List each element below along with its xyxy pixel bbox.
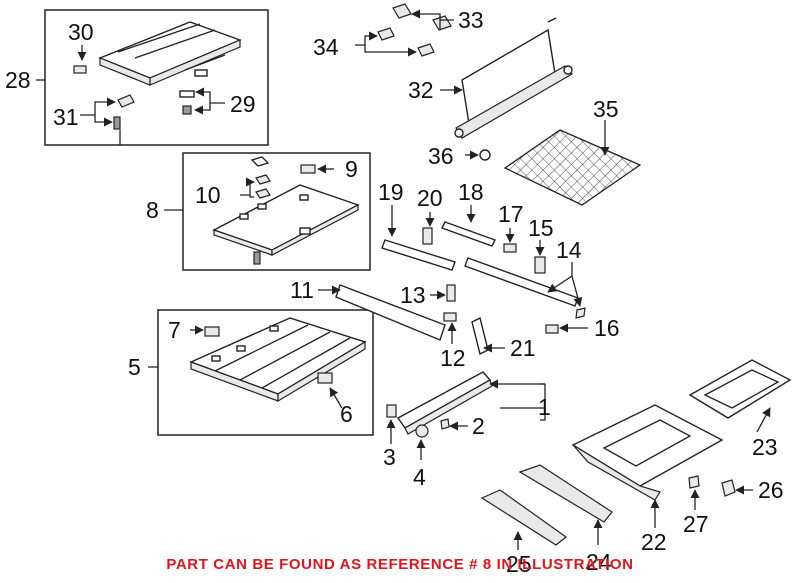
grommet-4 bbox=[415, 424, 429, 438]
callout-14: 14 bbox=[556, 237, 582, 263]
callout-28: 28 bbox=[5, 67, 31, 93]
clip-26 bbox=[721, 479, 736, 497]
rail-14 bbox=[464, 257, 579, 307]
strip-18 bbox=[441, 221, 496, 247]
callout-3: 3 bbox=[383, 444, 396, 470]
callout-32: 32 bbox=[408, 77, 434, 103]
callout-31: 31 bbox=[53, 104, 79, 130]
clip-20 bbox=[422, 227, 433, 245]
cargo-net-35 bbox=[479, 129, 642, 206]
group-floor-panel-8 bbox=[182, 152, 371, 271]
part-9-cap bbox=[300, 164, 316, 174]
callout-9: 9 bbox=[345, 156, 358, 182]
callout-12: 12 bbox=[440, 345, 466, 371]
rail-19 bbox=[381, 239, 456, 271]
callout-1: 1 bbox=[538, 394, 551, 420]
callout-7: 7 bbox=[168, 317, 181, 343]
part-10-clip bbox=[255, 174, 271, 185]
clips-33-34 bbox=[377, 3, 452, 57]
sill-group bbox=[386, 371, 493, 438]
cap-12 bbox=[443, 312, 457, 322]
callout-34: 34 bbox=[313, 34, 339, 60]
callout-19: 19 bbox=[378, 179, 404, 205]
part-29-pin bbox=[182, 105, 192, 115]
part-30-clip bbox=[73, 65, 87, 74]
callout-30: 30 bbox=[68, 19, 94, 45]
frame-28 bbox=[44, 9, 269, 146]
callout-17: 17 bbox=[498, 201, 524, 227]
callout-6: 6 bbox=[340, 401, 353, 427]
callout-2: 2 bbox=[472, 413, 485, 439]
floor-22 bbox=[571, 404, 724, 487]
callout-36: 36 bbox=[428, 143, 454, 169]
callout-23: 23 bbox=[752, 434, 778, 460]
group-floor-cover-5 bbox=[157, 309, 374, 436]
callout-21: 21 bbox=[510, 335, 536, 361]
clip-15 bbox=[534, 256, 546, 274]
cargo-cover-part bbox=[98, 21, 242, 86]
part-31-bracket bbox=[117, 94, 135, 108]
callout-5: 5 bbox=[128, 354, 141, 380]
part-36-hook bbox=[479, 149, 491, 161]
roller-blind-32 bbox=[454, 17, 573, 139]
callout-11: 11 bbox=[290, 277, 314, 303]
cap-16 bbox=[545, 324, 559, 334]
callout-4: 4 bbox=[413, 464, 426, 490]
frame-8 bbox=[182, 152, 371, 271]
part-29-clip bbox=[179, 90, 195, 98]
callout-16: 16 bbox=[594, 315, 620, 341]
floor-group bbox=[480, 359, 792, 546]
screw-2 bbox=[440, 418, 450, 430]
rail-11 bbox=[335, 284, 446, 341]
callout-33: 33 bbox=[458, 7, 484, 33]
part-7-cap bbox=[204, 326, 220, 337]
callout-13: 13 bbox=[400, 282, 426, 308]
leader-lines bbox=[36, 9, 771, 550]
callout-35: 35 bbox=[593, 96, 619, 122]
callout-26: 26 bbox=[758, 477, 784, 503]
callout-29: 29 bbox=[230, 91, 256, 117]
part-6-handle bbox=[317, 372, 333, 384]
callout-20: 20 bbox=[417, 185, 443, 211]
clip-27 bbox=[688, 475, 700, 489]
clip-13 bbox=[446, 284, 456, 302]
callout-labels: 1 2 3 4 5 6 7 8 9 10 11 12 13 14 15 16 1… bbox=[5, 7, 784, 577]
clip-3 bbox=[386, 404, 397, 418]
part-31-pin bbox=[113, 116, 121, 130]
callout-27: 27 bbox=[683, 511, 709, 537]
trim-24 bbox=[518, 464, 613, 523]
reference-note: PART CAN BE FOUND AS REFERENCE # 8 IN IL… bbox=[166, 556, 634, 573]
callout-22: 22 bbox=[641, 529, 667, 555]
trim-25 bbox=[480, 489, 567, 546]
callout-10: 10 bbox=[195, 182, 221, 208]
callout-8: 8 bbox=[146, 197, 159, 223]
tray-23 bbox=[688, 359, 792, 419]
cap-17 bbox=[503, 243, 517, 253]
callout-24: 24 bbox=[586, 549, 612, 575]
group-cargo-cover bbox=[44, 9, 269, 146]
callout-18: 18 bbox=[458, 179, 484, 205]
frame-5 bbox=[157, 309, 374, 436]
callout-25: 25 bbox=[506, 551, 532, 577]
callout-15: 15 bbox=[528, 215, 554, 241]
